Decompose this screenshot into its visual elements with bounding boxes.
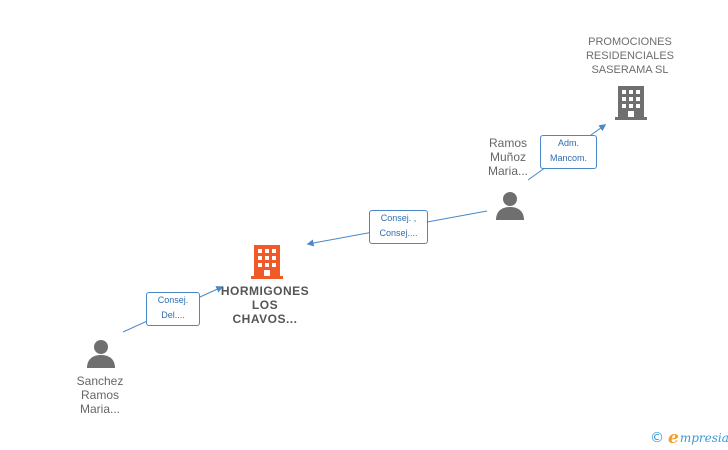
brand-initial: e xyxy=(668,428,679,448)
edge-label-adm-mancom[interactable]: Adm. Mancom. xyxy=(540,135,597,169)
node-label-sanchez[interactable]: Sanchez Ramos Maria... xyxy=(76,374,124,416)
person-icon[interactable] xyxy=(495,191,525,221)
edge-label-consej-consej[interactable]: Consej. , Consej.... xyxy=(369,210,428,244)
node-label-hormigones[interactable]: HORMIGONES LOS CHAVOS... xyxy=(220,284,310,326)
person-icon[interactable] xyxy=(86,339,116,369)
node-label-ramos[interactable]: Ramos Muñoz Maria... xyxy=(487,136,528,178)
node-label-promociones[interactable]: PROMOCIONES RESIDENCIALES SASERAMA SL xyxy=(585,36,675,76)
edge-label-consej-del[interactable]: Consej. Del.... xyxy=(146,292,200,326)
building-icon[interactable] xyxy=(250,243,284,279)
empresia-logo: © e mpresia xyxy=(650,428,728,448)
brand-name: mpresia xyxy=(679,431,728,445)
copyright-icon: © xyxy=(650,430,664,446)
building-icon[interactable] xyxy=(614,84,648,120)
